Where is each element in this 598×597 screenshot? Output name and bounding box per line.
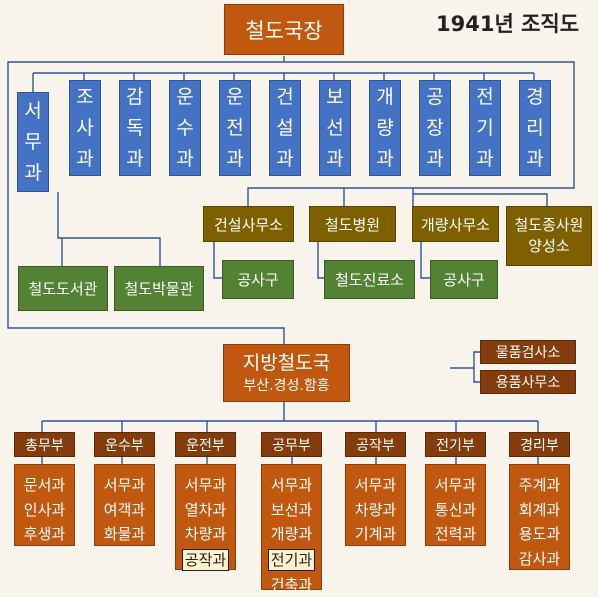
section-item: 통신과 <box>435 498 476 523</box>
office-sub-improvement: 공사구 <box>430 260 498 299</box>
office-sub-construction: 공사구 <box>222 260 294 299</box>
section-item: 열차과 <box>185 498 226 523</box>
section-item: 기계과 <box>355 522 396 547</box>
section-item: 주계과 <box>519 473 560 498</box>
department-6: 경리부 <box>509 432 570 457</box>
section-item: 건축과 <box>271 573 312 597</box>
supply-office: 용품사무소 <box>480 370 576 394</box>
section-item: 후생과 <box>24 522 65 547</box>
museum-box: 철도박물관 <box>114 266 204 311</box>
section-item: 공작과 <box>182 549 229 571</box>
section-item: 문서과 <box>24 473 65 498</box>
office-sub-clinic: 철도진료소 <box>324 260 415 299</box>
office-improvement: 개량사무소 <box>412 206 499 242</box>
section-item: 서무과 <box>185 473 226 498</box>
office-training: 철도종사원 양성소 <box>506 206 592 266</box>
section-item: 회계과 <box>519 498 560 523</box>
department-0: 총무부 <box>14 432 75 457</box>
department-1: 운수부 <box>94 432 155 457</box>
library-box: 철도도서관 <box>18 266 108 311</box>
section-item: 서무과 <box>104 473 145 498</box>
department-2: 운전부 <box>175 432 236 457</box>
section-item: 차량과 <box>185 522 226 547</box>
section-item: 전기과 <box>268 549 315 571</box>
section-item: 감사과 <box>519 547 560 572</box>
regional-cities: 부산.경성.함흥 <box>243 376 329 396</box>
section-item: 차량과 <box>355 498 396 523</box>
section-item: 보선과 <box>271 498 312 523</box>
section-item: 개량과 <box>271 522 312 547</box>
office-hospital: 철도병원 <box>309 206 396 242</box>
section-item: 여객과 <box>104 498 145 523</box>
chart-title: 1941년 조직도 <box>436 8 579 38</box>
section-item: 서무과 <box>355 473 396 498</box>
department-5: 전기부 <box>425 432 486 457</box>
section-item: 서무과 <box>271 473 312 498</box>
department-4: 공작부 <box>345 432 406 457</box>
section-item: 전력과 <box>435 522 476 547</box>
regional-name: 지방철도국 <box>243 351 330 376</box>
department-3: 공무부 <box>261 432 322 457</box>
head-box: 철도국장 <box>224 4 344 55</box>
supply-inspection: 물품검사소 <box>480 340 576 364</box>
regional-box: 지방철도국 부산.경성.함흥 <box>223 344 350 402</box>
section-item: 화물과 <box>104 522 145 547</box>
section-item: 인사과 <box>24 498 65 523</box>
section-item: 서무과 <box>435 473 476 498</box>
office-construction: 건설사무소 <box>203 206 294 242</box>
section-item: 용도과 <box>519 522 560 547</box>
